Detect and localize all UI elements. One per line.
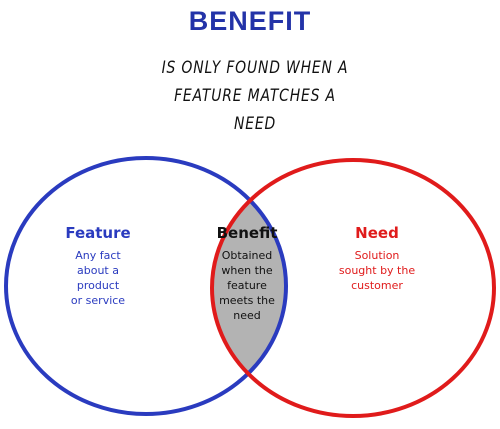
feature-heading: Feature xyxy=(65,224,131,242)
need-heading: Need xyxy=(355,224,399,242)
need-label: Need Solution sought by the customer xyxy=(322,224,432,293)
benefit-description: Obtained when the feature meets the need xyxy=(219,249,275,322)
feature-label: Feature Any fact about a product or serv… xyxy=(48,224,148,308)
need-description: Solution sought by the customer xyxy=(338,249,416,292)
benefit-heading: Benefit xyxy=(216,224,278,242)
feature-description: Any fact about a product or service xyxy=(70,249,126,307)
need-circle xyxy=(210,158,496,418)
benefit-label: Benefit Obtained when the feature meets … xyxy=(197,224,297,323)
diagram-subtitle: IS ONLY FOUND WHEN A FEATURE MATCHES A N… xyxy=(161,58,349,134)
feature-circle xyxy=(4,156,288,416)
diagram-title: BENEFIT xyxy=(188,6,312,36)
